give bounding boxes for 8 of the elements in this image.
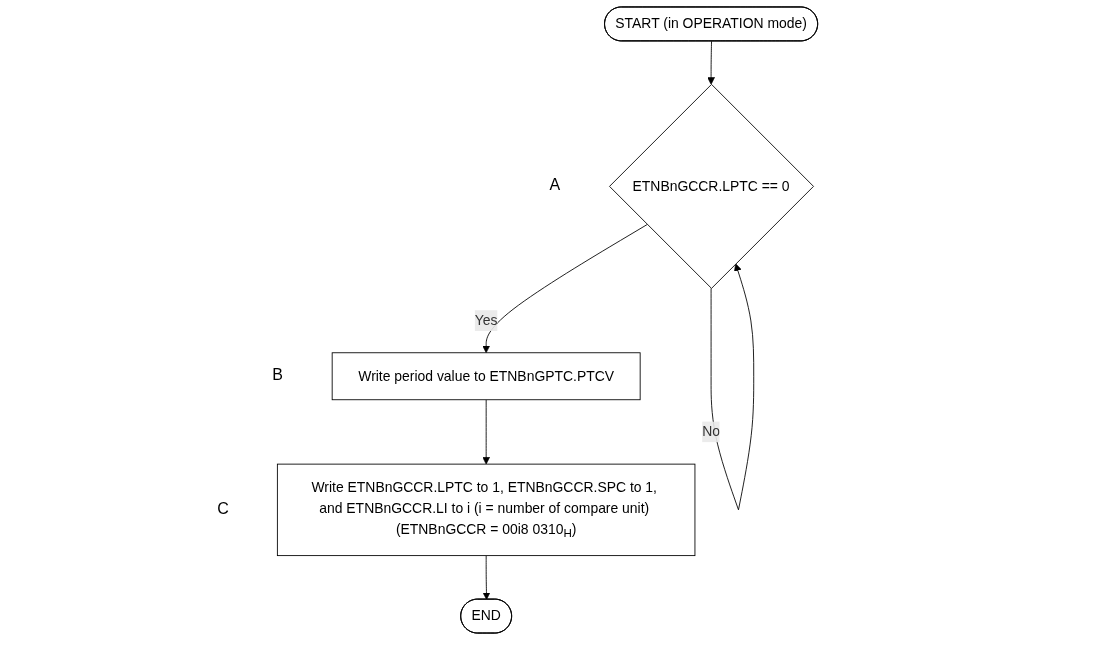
node-box: Write period value to ETNBnGPTC.PTCV bbox=[331, 352, 641, 401]
edge-label: No bbox=[702, 424, 720, 439]
step-letter: B bbox=[272, 366, 283, 385]
step-letter: A bbox=[549, 176, 561, 195]
edge-label: Yes bbox=[474, 312, 498, 328]
step-letter: C bbox=[217, 499, 229, 518]
node-box: Write ETNBnGCCR.LPTC to 1, ETNBnGCCR.SPC to 1, and ETNBnGCCR.LI to i (i = number of compare unit) (ETNBnGCCR = 00i8 0310$_{H}$) bbox=[276, 463, 696, 557]
node-diamond: ETNBnGCCR.LPTC == 0 bbox=[609, 83, 814, 289]
